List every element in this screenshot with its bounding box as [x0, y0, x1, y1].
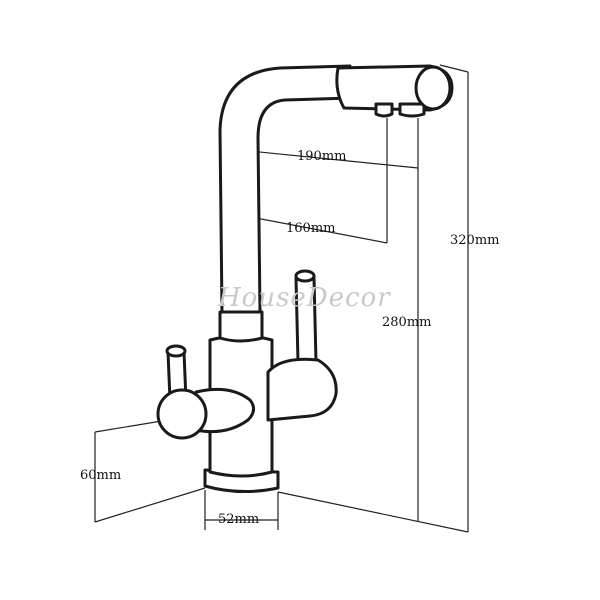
dimension-lines [94, 64, 469, 533]
label-spout-reach: 190mm [297, 149, 346, 164]
left-lever-tip [165, 344, 187, 358]
spout-tube [218, 64, 354, 314]
spout-outlet-left [374, 102, 394, 118]
faucet [156, 64, 454, 494]
spout-head-end [414, 65, 452, 111]
label-spout-height: 280mm [382, 315, 431, 330]
spout-outlet-right [398, 102, 426, 118]
left-lever-knob [156, 388, 208, 440]
watermark-logo: HouseDecor [217, 283, 391, 313]
label-base-diameter: 52mm [218, 512, 259, 527]
label-total-height: 320mm [450, 233, 499, 248]
right-lever-tip [294, 269, 316, 283]
label-spout-inner-reach: 160mm [286, 221, 335, 236]
left-lever-hub [194, 387, 255, 434]
spout-collar [218, 307, 264, 343]
label-body-height: 60mm [80, 468, 121, 483]
right-lever-hub [266, 357, 338, 422]
